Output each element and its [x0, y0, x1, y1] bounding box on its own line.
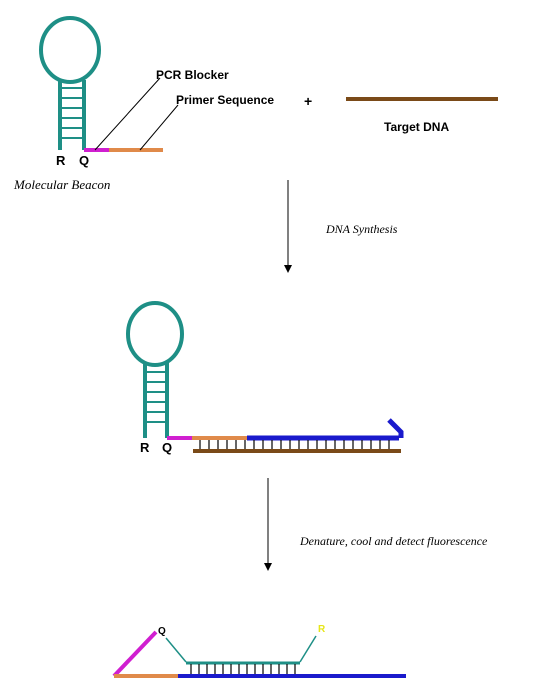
- stem-arm-right: [299, 635, 317, 663]
- base-pair-rungs: [199, 440, 390, 450]
- reporter-label: R: [56, 153, 66, 168]
- target-dna-label: Target DNA: [384, 120, 449, 134]
- pcr-blocker-label: PCR Blocker: [156, 68, 229, 82]
- dna-synthesis-label: DNA Synthesis: [325, 222, 398, 236]
- plus-sign: +: [304, 93, 312, 109]
- molecular-beacon-2: R Q: [126, 301, 404, 455]
- reporter-label: R: [318, 624, 326, 635]
- pcr-blocker-segment: [112, 630, 158, 678]
- beacon-stem-rungs: [60, 87, 84, 139]
- primer-leader: [139, 104, 179, 151]
- denature-label: Denature, cool and detect fluorescence: [299, 534, 488, 548]
- stem-arm-left: [165, 637, 187, 663]
- pcr-blocker-leader: [94, 77, 161, 151]
- beacon-loop: [126, 301, 184, 367]
- reporter-label: R: [140, 440, 150, 455]
- beacon-loop: [39, 16, 101, 84]
- molecular-beacon-1: R Q: [39, 16, 163, 168]
- molecular-beacon-label: Molecular Beacon: [13, 177, 110, 192]
- base-pair-rungs: [190, 664, 296, 674]
- synthesized-strand-end: [387, 418, 404, 438]
- quencher-label: Q: [79, 153, 89, 168]
- arrow-2: [264, 478, 272, 571]
- quencher-label: Q: [158, 626, 166, 637]
- opened-beacon: Q R: [112, 624, 406, 678]
- primer-sequence-label: Primer Sequence: [176, 93, 274, 107]
- quencher-label: Q: [162, 440, 172, 455]
- arrow-1: [284, 180, 292, 273]
